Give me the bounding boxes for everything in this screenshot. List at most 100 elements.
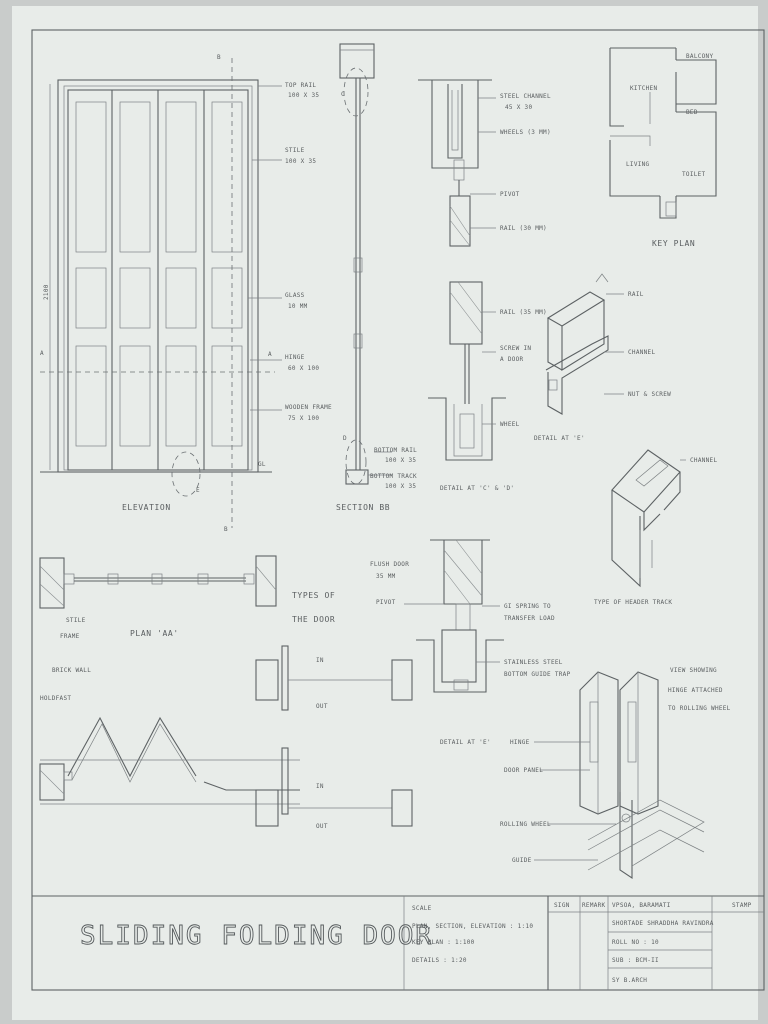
key-plan-room: KITCHEN	[630, 85, 657, 92]
detail-cd-label: SCREW IN	[500, 345, 531, 352]
titleblock-subject: SUB : BCM-II	[612, 957, 659, 964]
detail-e-label: BOTTOM GUIDE TRAP	[504, 671, 571, 678]
detail-e-label: GI SPRING TO	[504, 603, 551, 610]
detail-cd-label: WHEEL	[500, 421, 520, 428]
types-drawing	[255, 645, 413, 827]
detail-e-drawing	[416, 539, 504, 693]
plan-aa-label: HOLDFAST	[40, 695, 71, 702]
elevation-label: GLASS	[285, 292, 305, 299]
hinge-view-label: GUIDE	[512, 857, 532, 864]
plan-aa-caption: PLAN 'AA'	[130, 629, 179, 638]
titleblock-stamp: STAMP	[732, 902, 752, 909]
detail-e-label: TRANSFER LOAD	[504, 615, 555, 622]
section-marker-b-bottom: B	[224, 526, 228, 533]
sheet-title: SLIDING FOLDING DOOR	[80, 921, 433, 951]
detail-e-iso-leaders	[604, 293, 624, 395]
elevation-label: TOP RAIL	[285, 82, 316, 89]
types-label: IN	[316, 783, 324, 790]
elevation-label: 60 X 100	[288, 365, 319, 372]
plan-aa-label: BRICK WALL	[52, 667, 91, 674]
scale-line: PLAN, SECTION, ELEVATION : 1:10	[412, 923, 533, 930]
detail-e-iso-caption: DETAIL AT 'E'	[534, 435, 585, 442]
titleblock-roll: ROLL NO : 10	[612, 939, 659, 946]
key-plan-room: TOILET	[682, 171, 706, 178]
titleblock-college: VPSOA, BARAMATI	[612, 902, 671, 909]
hinge-view-label: DOOR PANEL	[504, 767, 543, 774]
detail-cd-label: PIVOT	[500, 191, 520, 198]
hinge-view-drawing	[579, 671, 705, 880]
elevation-label: 100 X 35	[288, 92, 319, 99]
detail-cd-drawing	[418, 79, 506, 461]
key-plan-room: LIVING	[626, 161, 650, 168]
elevation-label: 100 X 35	[285, 158, 316, 165]
plan-aa-label: FRAME	[60, 633, 80, 640]
elevation-label: STILE	[285, 147, 305, 154]
detail-cd-label: WHEELS (3 MM)	[500, 129, 551, 136]
detail-e-label: 35 MM	[376, 573, 396, 580]
section-marker-b-top: B	[217, 54, 221, 61]
section-marker-a-right: A	[268, 351, 272, 358]
types-label: OUT	[316, 703, 328, 710]
section-bb-label: 100 X 35	[385, 483, 416, 490]
detail-e-iso-label: CHANNEL	[628, 349, 655, 356]
detail-e-leaders	[404, 603, 500, 663]
detail-cd-label: RAIL (35 MM)	[500, 309, 547, 316]
titleblock-remark: REMARK	[582, 902, 606, 909]
detail-e-label: PIVOT	[376, 599, 396, 606]
section-bb-caption: SECTION BB	[336, 503, 390, 512]
elevation-label: 75 X 100	[288, 415, 319, 422]
detail-cd-label: A DOOR	[500, 356, 524, 363]
scale-line: KEY PLAN : 1:100	[412, 939, 475, 946]
ground-level-label: GL	[258, 461, 266, 468]
detail-e-caption: DETAIL AT 'E'	[440, 739, 491, 746]
types-caption: THE DOOR	[292, 615, 335, 624]
hinge-view-label: HINGE	[510, 739, 530, 746]
detail-marker-e: E	[196, 487, 200, 494]
scale-heading: SCALE	[412, 905, 432, 912]
key-plan-caption: KEY PLAN	[652, 239, 695, 248]
detail-marker-c: C	[341, 91, 345, 98]
elevation-label: HINGE	[285, 354, 305, 361]
section-bb-label: 100 X 35	[385, 457, 416, 464]
plan-aa-drawing	[39, 555, 300, 805]
types-label: OUT	[316, 823, 328, 830]
hinge-view-caption: TO ROLLING WHEEL	[668, 705, 731, 712]
plan-aa-label: STILE	[66, 617, 86, 624]
key-plan-room: BALCONY	[686, 53, 713, 60]
detail-marker-d: D	[343, 435, 347, 442]
section-bb-label: BOTTOM RAIL	[374, 447, 417, 454]
titleblock-student: SHORTADE SHRADDHA RAVINDRA	[612, 920, 714, 927]
types-label: IN	[316, 657, 324, 664]
detail-cd-label: STEEL CHANNEL	[500, 93, 551, 100]
detail-e-label: STAINLESS STEEL	[504, 659, 563, 666]
header-track-drawing	[611, 449, 686, 588]
detail-cd-label: RAIL (30 MM)	[500, 225, 547, 232]
header-track-caption: TYPE OF HEADER TRACK	[594, 599, 672, 606]
sheet-border	[31, 29, 765, 991]
title-block	[32, 895, 764, 990]
types-caption: TYPES OF	[292, 591, 335, 600]
titleblock-class: SY B.ARCH	[612, 977, 647, 984]
section-bb-drawing	[339, 43, 392, 485]
detail-cd-label: 45 X 30	[505, 104, 532, 111]
hinge-view-caption: HINGE ATTACHED	[668, 687, 723, 694]
detail-e-iso-label: RAIL	[628, 291, 644, 298]
key-plan-room: BED	[686, 109, 698, 116]
section-marker-a-left: A	[40, 350, 44, 357]
detail-cd-caption: DETAIL AT 'C' & 'D'	[440, 485, 514, 492]
paper	[12, 6, 758, 1020]
titleblock-sign: SIGN	[554, 902, 570, 909]
section-bb-label: BOTTOM TRACK	[370, 473, 417, 480]
scale-line: DETAILS : 1:20	[412, 957, 467, 964]
detail-e-iso-label: NUT & SCREW	[628, 391, 671, 398]
hinge-view-leaders	[534, 741, 616, 861]
detail-cd-leaders	[470, 97, 496, 425]
detail-e-iso-drawing	[545, 273, 609, 415]
elevation-label: 10 MM	[288, 303, 308, 310]
elevation-height-dimension: 2100	[43, 284, 50, 300]
elevation-label: WOODEN FRAME	[285, 404, 332, 411]
elevation-drawing	[40, 58, 282, 528]
elevation-caption: ELEVATION	[122, 503, 171, 512]
hinge-view-caption: VIEW SHOWING	[670, 667, 717, 674]
